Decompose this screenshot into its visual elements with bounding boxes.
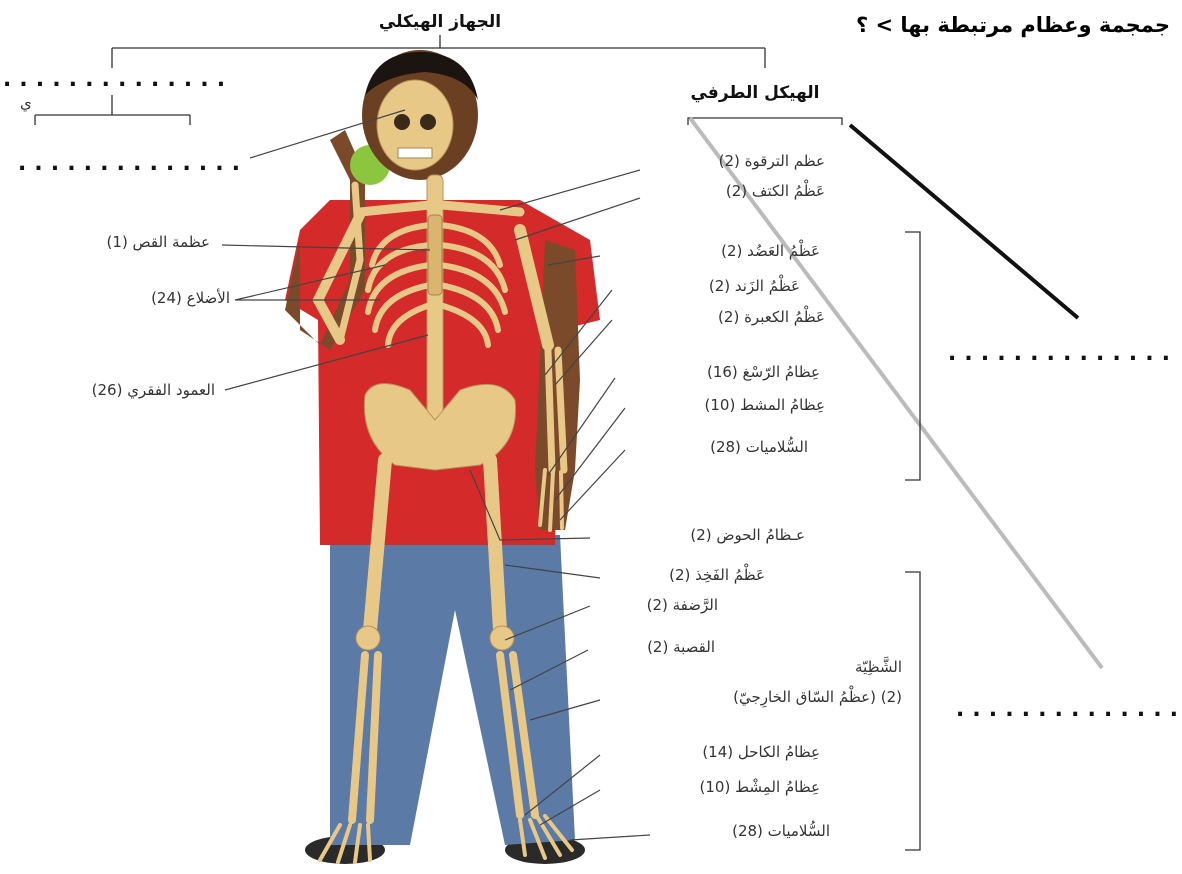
axial-blank: .............. [0,64,230,92]
label-clavicle: عظم الترقوة (2) [500,152,825,210]
sternum-bone [428,215,442,295]
leader-clavicle [500,170,640,210]
label-sternum-text: عظمة القص (1) [107,233,210,251]
right-femur [490,460,500,630]
label-tibia-text: القصبة (2) [647,638,715,656]
question-text: جمجمة وعظام مرتبطة بها > ؟ [856,13,1170,37]
label-radius-text: عَظْمُ الكعبرة (2) [718,306,825,326]
label-patella-text: الرَّضفة (2) [647,596,718,614]
label-carpals-text: عِظامُ الرّسْغ (16) [707,363,820,381]
label-hand-phalanges: السُّلاميات (28) [560,436,808,520]
label-ribs-text: الأضلاع (24) [151,288,230,307]
label-metatarsals-text: عِظامُ المِشْط (10) [700,778,820,796]
skull-teeth [398,148,432,158]
eye-socket-right [420,114,436,130]
jeans [330,535,575,845]
label-pelvis-text: عـظامُ الحوض (2) [690,526,805,544]
label-metatarsals: عِظامُ المِشْط (10) [540,778,820,825]
small-mark: ي [20,94,32,113]
axial-bracket [35,95,190,125]
label-carpals: عِظامُ الرّسْغ (16) [548,363,820,475]
leader-foot-phalanges [570,835,650,840]
gray-arrow-line [690,118,1102,668]
label-fibula-line1: الشَّظِيّة [855,657,902,676]
label-ulna-text: عَظْمُ الزَند (2) [709,275,800,295]
appendicular-label: الهيكل الطرفي [690,83,819,103]
upper-limb-blank: .............. [945,338,1175,366]
label-clavicle-text: عظم الترقوة (2) [719,152,825,170]
skull-blank: .............. [15,148,245,176]
upper-limb-bracket [905,232,920,480]
lower-limb-blank: .............. [953,694,1182,722]
label-fibula: الشَّظِيّة (عظْمُ السّاق الخارِجيّ) (2) [530,657,902,720]
label-femur-text: عَظْمُ الفَخِذ (2) [669,564,765,584]
label-scapula-text: عَظْمُ الكتف (2) [726,180,825,200]
label-hand-phalanges-text: السُّلاميات (28) [710,436,808,456]
label-vertebral-column-text: العمود الفقري (26) [92,381,215,400]
left-patella [356,626,380,650]
figure-illustration [285,50,600,864]
root-label: الجهاز الهيكلي [379,12,501,32]
black-arrow-line [850,125,1078,318]
label-foot-phalanges: السُّلاميات (28) [570,820,830,840]
appendicular-bracket [688,118,842,125]
eye-socket-left [394,114,410,130]
label-foot-phalanges-text: السُّلاميات (28) [732,820,830,840]
label-tarsals-text: عِظامُ الكاحل (14) [702,743,820,761]
label-fibula-line2: (عظْمُ السّاق الخارِجيّ) (2) [733,686,902,709]
label-metacarpals-text: عِظامُ المشط (10) [705,396,825,414]
lower-limb-bracket [905,572,920,850]
label-humerus-text: عَظْمُ العَضُد (2) [721,240,820,260]
